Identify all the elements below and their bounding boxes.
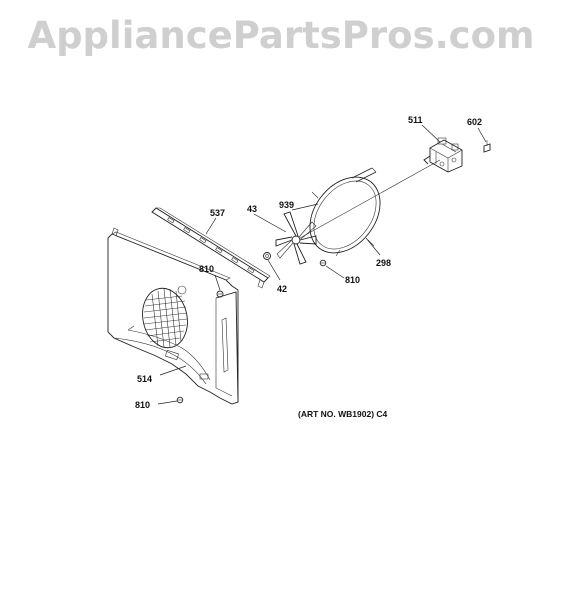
watermark: AppliancePartsPros.com (27, 14, 535, 57)
callout-43: 43 (247, 204, 257, 214)
screw-810-b (319, 259, 327, 267)
callout-511: 511 (408, 115, 423, 125)
motor-shaft (299, 159, 441, 239)
screw-602 (483, 140, 491, 153)
screw-810-a (216, 290, 224, 298)
leader-lines (157, 124, 487, 405)
callout-810-b: 810 (345, 275, 360, 285)
nut-42 (263, 252, 271, 260)
bracket-537 (151, 207, 271, 289)
callout-810-a: 810 (199, 264, 214, 274)
screw-810-c (176, 396, 184, 404)
callout-42: 42 (277, 284, 287, 294)
callout-537: 537 (210, 208, 225, 218)
callout-810-c: 810 (135, 400, 150, 410)
heating-element-298 (309, 167, 381, 257)
art-number-note: (ART NO. WB1902) C4 (298, 409, 388, 419)
callout-298: 298 (376, 258, 391, 268)
callout-514: 514 (137, 374, 152, 384)
back-panel-514 (107, 227, 239, 405)
fan-blade-43 (275, 211, 317, 265)
callout-602: 602 (467, 117, 482, 127)
convection-motor-511 (423, 137, 463, 173)
callout-939: 939 (279, 200, 294, 210)
